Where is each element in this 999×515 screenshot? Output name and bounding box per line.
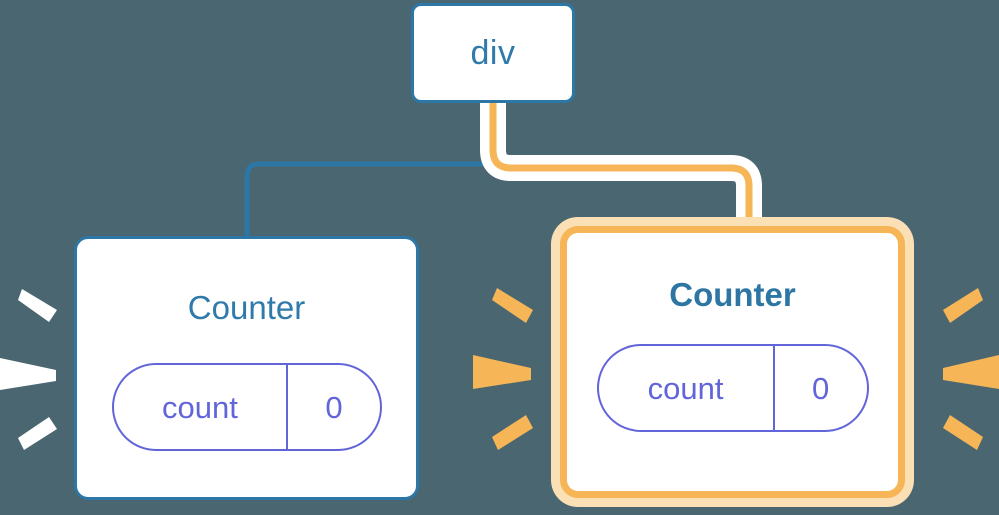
node-counter-right-title: Counter — [669, 276, 796, 313]
rays-right-outer — [943, 288, 999, 450]
node-counter-left-title: Counter — [187, 289, 306, 326]
ray-white-upper — [18, 289, 57, 322]
ray-orange-lower — [492, 415, 533, 450]
state-capsule-left[interactable]: count 0 — [111, 363, 382, 451]
ray-orange-upper — [492, 288, 533, 323]
node-counter-right[interactable]: Counter count 0 — [560, 226, 905, 498]
ray-orange-right-lower — [943, 415, 983, 450]
rays-left-inner — [473, 288, 533, 450]
rays-left-outer — [0, 289, 57, 450]
wire-div-to-right-counter — [489, 99, 753, 240]
node-counter-left[interactable]: Counter count 0 — [74, 236, 419, 500]
ray-white-middle — [0, 358, 56, 390]
state-key-left: count — [162, 389, 238, 425]
state-value-left: 0 — [286, 365, 379, 449]
ray-white-lower — [18, 417, 57, 450]
wire-div-to-left-counter — [244, 100, 496, 239]
node-div[interactable]: div — [411, 3, 575, 103]
ray-orange-middle — [473, 355, 531, 389]
state-key-right: count — [647, 370, 724, 406]
state-capsule-right[interactable]: count 0 — [596, 344, 869, 432]
ray-orange-right-middle — [943, 355, 999, 389]
node-div-title: div — [470, 34, 516, 72]
ray-orange-right-upper — [943, 288, 983, 323]
state-value-right: 0 — [772, 346, 867, 430]
